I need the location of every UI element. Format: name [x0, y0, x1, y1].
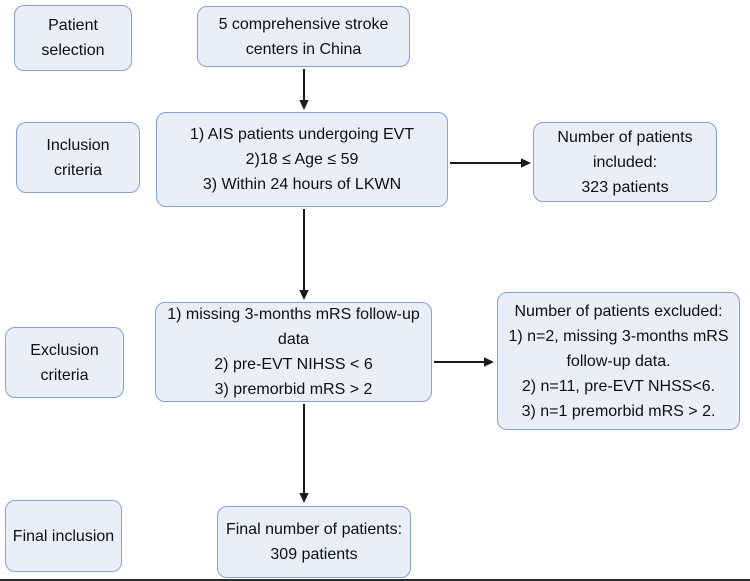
node-text-line: Number of patients excluded:: [514, 302, 723, 320]
node-stroke-centers: 5 comprehensive stroke centers in China: [197, 6, 410, 67]
node-exclusion-criteria: 1) missing 3-months mRS follow-up data 2…: [155, 302, 432, 402]
figure-bottom-rule: [0, 579, 750, 581]
node-text-line: follow-up data.: [566, 352, 671, 370]
stage-label-text: Exclusion criteria: [30, 341, 99, 384]
arrow-down-exclusion-to-final: [299, 404, 309, 503]
node-inclusion-criteria: 1) AIS patients undergoing EVT 2)18 ≤ Ag…: [156, 112, 448, 207]
stage-label-final-inclusion: Final inclusion: [5, 500, 122, 572]
node-text-line: 323 patients: [581, 178, 669, 196]
node-text-line: data: [277, 331, 310, 348]
node-text-line: centers in China: [245, 40, 362, 58]
node-text-line: Number of patients: [557, 128, 693, 146]
arrow-down-source-to-inclusion: [299, 69, 309, 110]
node-text-line: 3) Within 24 hours of LKWN: [202, 176, 402, 193]
node-text-line: 309 patients: [270, 546, 358, 563]
node-text-line: 3) premorbid mRS > 2: [214, 381, 373, 398]
node-text-line: 2)18 ≤ Age ≤ 59: [245, 151, 359, 168]
stage-label-text: Final inclusion: [12, 527, 115, 545]
stage-label-text: Patient selection: [41, 17, 105, 59]
node-patients-excluded: Number of patients excluded: 1) n=2, mis…: [497, 292, 740, 430]
stage-label-exclusion-criteria: Exclusion criteria: [5, 327, 124, 398]
node-text-line: included:: [592, 153, 658, 171]
stage-label-inclusion-criteria: Inclusion criteria: [16, 122, 140, 193]
node-text-line: 2) pre-EVT NIHSS < 6: [214, 356, 373, 373]
node-final-count: Final number of patients: 309 patients: [217, 506, 411, 578]
node-text-line: 3) n=1 premorbid mRS > 2.: [521, 402, 716, 420]
stage-label-text: Inclusion criteria: [46, 136, 110, 179]
node-text-line: 5 comprehensive stroke: [218, 15, 389, 33]
node-text-line: 1) n=2, missing 3-months mRS: [508, 327, 729, 345]
node-text-line: Final number of patients:: [225, 521, 403, 538]
node-text-line: 2) n=11, pre-EVT NHSS<6.: [521, 377, 716, 395]
arrow-right-exclusion-to-excluded: [434, 357, 494, 367]
arrow-right-inclusion-to-included: [450, 158, 531, 168]
node-text-line: 1) AIS patients undergoing EVT: [189, 126, 415, 143]
arrow-down-inclusion-to-exclusion: [299, 209, 309, 300]
node-text-line: 1) missing 3-months mRS follow-up: [167, 306, 420, 323]
stage-label-patient-selection: Patient selection: [14, 5, 132, 71]
node-patients-included: Number of patients included: 323 patient…: [533, 122, 717, 202]
